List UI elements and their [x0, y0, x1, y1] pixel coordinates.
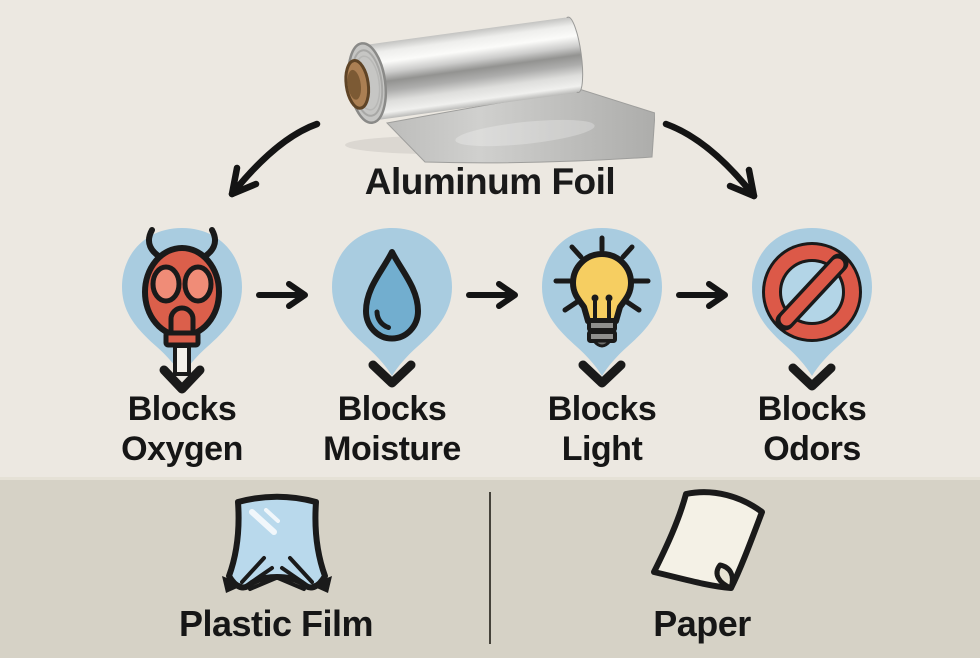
bulb-base	[587, 319, 617, 332]
paper-curl	[714, 562, 735, 591]
droplet-shade-line	[374, 309, 391, 330]
film-shine	[249, 508, 280, 535]
right-arrow-icon	[256, 281, 308, 309]
vertical-divider	[489, 492, 491, 644]
film-knot-right	[310, 576, 332, 593]
label-line: Oxygen	[121, 430, 243, 468]
label-line: Blocks	[547, 390, 657, 428]
label-line: Moisture	[323, 430, 461, 468]
gas-mask-icon	[122, 227, 242, 394]
foil-cylinder	[344, 16, 584, 124]
film-crinkles	[240, 556, 314, 591]
page-title: Aluminum Foil	[364, 161, 616, 202]
mask-eye-right	[182, 264, 214, 304]
plastic-film-icon	[222, 493, 332, 593]
mask-filter	[163, 330, 201, 348]
bulb-base-tip	[590, 339, 614, 348]
right-arrow-icon	[466, 281, 518, 309]
mask-eye-left	[150, 264, 182, 304]
chevron-down-icon	[788, 363, 836, 391]
curved-arrow-right-icon	[662, 120, 758, 200]
foil-sheet	[385, 88, 655, 164]
no-sign-ring	[765, 245, 859, 339]
curved-arrow-left-icon	[228, 120, 321, 198]
label-blocks-odors: Blocks Odors	[702, 389, 922, 469]
bulb-filament	[593, 301, 611, 319]
paper-sheet	[651, 489, 765, 591]
label-blocks-moisture: Blocks Moisture	[282, 389, 502, 469]
label-line: Blocks	[337, 390, 447, 428]
no-entry-icon	[752, 228, 872, 391]
chevron-down-icon	[578, 360, 626, 388]
sheet-highlight	[455, 119, 595, 147]
label-blocks-oxygen: Blocks Oxygen	[72, 389, 292, 469]
label-line: Blocks	[757, 390, 867, 428]
light-bulb-icon	[542, 228, 662, 388]
no-sign-slash	[780, 258, 844, 326]
down-arrow-shaft	[173, 344, 191, 376]
aluminum-foil-roll-illustration	[344, 16, 655, 164]
mask-snout	[168, 305, 196, 337]
label-plastic-film: Plastic Film	[178, 603, 374, 644]
down-arrow-head	[159, 365, 205, 394]
paper-icon	[651, 489, 765, 591]
label-paper: Paper	[653, 603, 751, 644]
water-drop-icon	[332, 228, 452, 388]
light-rays	[553, 235, 651, 313]
film-sheet	[226, 493, 328, 591]
label-line: Odors	[763, 430, 861, 468]
right-arrow-icon	[676, 281, 728, 309]
label-line: Light	[561, 430, 643, 468]
film-knot-left	[222, 576, 244, 593]
label-blocks-light: Blocks Light	[492, 389, 712, 469]
chevron-down-icon	[368, 360, 416, 388]
label-line: Blocks	[127, 390, 237, 428]
